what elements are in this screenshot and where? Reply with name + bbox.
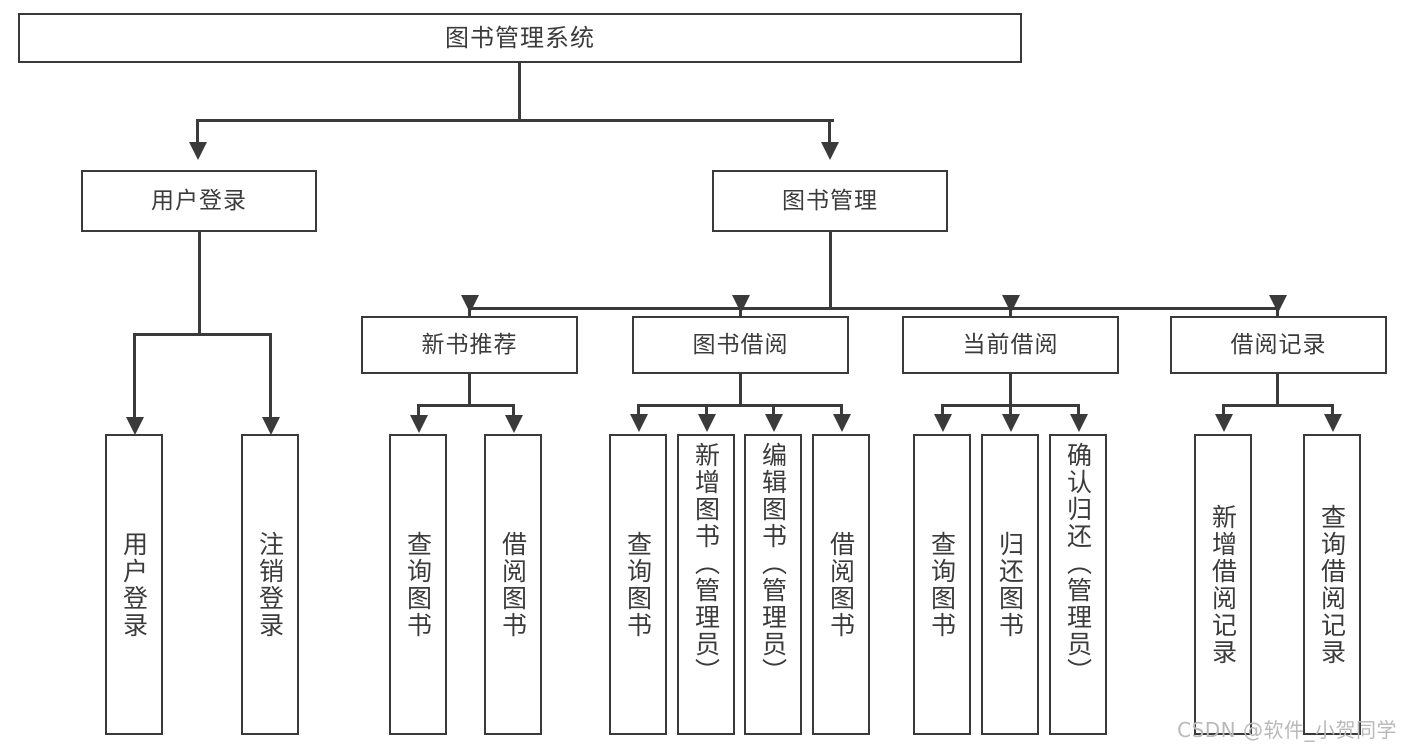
connector-nbr-to-leaf-2 [512,404,515,418]
connector-bb-to-leaf-4 [840,404,843,416]
node-borrow-record[interactable]: 借阅记录 [1170,316,1387,374]
arrowhead-bb-to-leaf-3 [765,414,783,432]
connector-user-login-to-leaf-1 [133,333,136,419]
leaf-user-login-1[interactable]: 用户登录 [105,434,163,735]
arrowhead-nbr-to-leaf-2 [505,415,523,433]
connector-cb-to-leaf-2 [1009,404,1012,416]
arrowhead-cb-to-leaf-1 [934,414,952,432]
arrowhead-bm-to-borrow-record [1269,295,1287,313]
node-label: 查询图书 [403,530,433,639]
node-label: 当前借阅 [962,331,1059,358]
node-label: 查询借阅记录 [1317,503,1347,666]
leaf-book-borrow-4[interactable]: 借阅图书 [812,434,870,735]
node-current-borrow[interactable]: 当前借阅 [902,316,1119,374]
connector-nbr-stem [468,374,471,406]
connector-user-login-to-leaf-2 [269,333,272,419]
node-label: 注销登录 [255,530,285,639]
connector-nbr-to-leaf-1 [417,404,420,418]
arrowhead-br-to-leaf-1 [1215,414,1233,432]
connector-root-bus [196,119,834,122]
arrowhead-bb-to-leaf-1 [630,414,648,432]
node-label: 借阅图书 [826,530,856,639]
leaf-book-borrow-3[interactable]: 编辑图书（管理员） [744,434,802,735]
node-label: 新书推荐 [421,331,518,358]
arrowhead-root-to-user-login [189,142,207,160]
arrowhead-nbr-to-leaf-1 [410,415,428,433]
node-label: 查询图书 [927,530,957,639]
connector-br-stem [1276,374,1279,406]
node-book-management[interactable]: 图书管理 [712,170,948,232]
arrowhead-bm-to-book-borrow [732,295,750,313]
connector-user-login-stem [198,232,201,336]
leaf-new-book-recommend-1[interactable]: 查询图书 [389,434,447,735]
leaf-user-login-2[interactable]: 注销登录 [241,434,299,735]
arrowhead-bb-to-leaf-2 [698,414,716,432]
connector-root-to-user-login [196,119,199,144]
connector-nbr-bus [417,404,514,407]
connector-user-login-bus [133,333,271,336]
connector-cb-to-leaf-1 [941,404,944,416]
connector-bb-to-leaf-1 [637,404,640,416]
arrowhead-bb-to-leaf-4 [833,414,851,432]
arrowhead-user-login-to-leaf-2 [262,417,280,435]
arrowhead-user-login-to-leaf-1 [126,417,144,435]
node-label: 归还图书 [995,530,1025,639]
watermark-text: CSDN @软件_小贺同学 [1177,718,1397,742]
leaf-current-borrow-3[interactable]: 确认归还（管理员） [1049,434,1107,735]
node-label: 用户登录 [151,187,247,214]
arrowhead-cb-to-leaf-3 [1070,414,1088,432]
node-label: 确认归还（管理员） [1063,442,1093,685]
node-root-book-management-system[interactable]: 图书管理系统 [18,13,1022,63]
arrowhead-root-to-book-management [821,142,839,160]
connector-bb-to-leaf-3 [772,404,775,416]
node-label: 用户登录 [119,530,149,639]
node-label: 图书借阅 [692,331,789,358]
connector-bb-to-leaf-2 [705,404,708,416]
arrowhead-br-to-leaf-2 [1324,414,1342,432]
arrowhead-cb-to-leaf-2 [1002,414,1020,432]
node-label: 借阅图书 [498,530,528,639]
connector-br-to-leaf-2 [1331,404,1334,416]
leaf-borrow-record-1[interactable]: 新增借阅记录 [1194,434,1252,735]
connector-bb-stem [739,374,742,406]
leaf-book-borrow-1[interactable]: 查询图书 [609,434,667,735]
leaf-current-borrow-1[interactable]: 查询图书 [913,434,971,735]
node-label: 新增图书（管理员） [691,442,721,685]
node-label: 借阅记录 [1230,331,1327,358]
leaf-new-book-recommend-2[interactable]: 借阅图书 [484,434,542,735]
arrowhead-bm-to-new-book [461,295,479,313]
node-label: 查询图书 [623,530,653,639]
node-user-login[interactable]: 用户登录 [81,170,317,232]
connector-root-to-book-management [828,119,831,144]
connector-root-stem [518,63,521,121]
connector-cb-stem [1009,374,1012,406]
connector-br-to-leaf-1 [1222,404,1225,416]
node-label: 图书管理 [782,187,878,214]
node-book-borrow[interactable]: 图书借阅 [632,316,849,374]
node-label: 图书管理系统 [445,24,595,52]
connector-br-bus [1222,404,1334,407]
leaf-current-borrow-2[interactable]: 归还图书 [981,434,1039,735]
leaf-book-borrow-2[interactable]: 新增图书（管理员） [677,434,735,735]
node-label: 编辑图书（管理员） [758,442,788,685]
connector-bb-bus [637,404,843,407]
leaf-borrow-record-2[interactable]: 查询借阅记录 [1303,434,1361,735]
connector-book-management-bus [468,307,1278,310]
arrowhead-bm-to-current-borrow [1002,295,1020,313]
connector-cb-to-leaf-3 [1077,404,1080,416]
node-new-book-recommend[interactable]: 新书推荐 [361,316,578,374]
connector-book-management-stem [829,232,832,310]
node-label: 新增借阅记录 [1208,503,1238,666]
